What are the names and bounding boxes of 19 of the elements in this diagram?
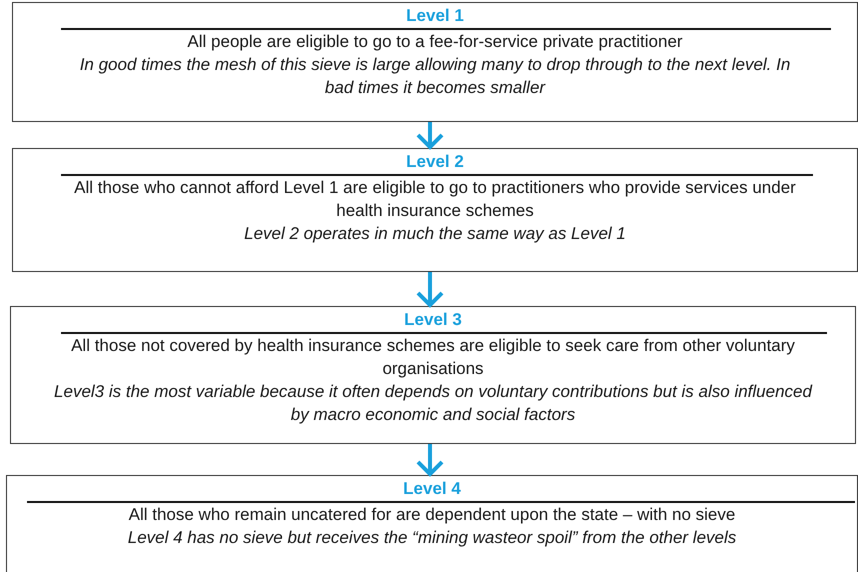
level-heading: Level 1 [406, 6, 464, 26]
down-arrow [416, 122, 444, 150]
note-text: In good times the mesh of this sieve is large allowing many to drop through to the next level. In bad times it becomes smaller [78, 54, 792, 99]
eligibility-text: All people are eligible to go to a fee-for-service private practitioner [186, 31, 684, 53]
level-box [12, 2, 858, 122]
note-text: Level 4 has no sieve but receives the “mining wasteor spoil” from the other levels [126, 527, 738, 549]
eligibility-text: All those who cannot afford Level 1 are eligible to go to practitioners who provide services under health insurance schemes [73, 177, 797, 222]
level-box [10, 306, 856, 444]
level-box [12, 148, 858, 272]
eligibility-text: All those not covered by health insurance schemes are eligible to seek care from other voluntary organisations [70, 335, 796, 380]
level-heading: Level 3 [404, 310, 462, 330]
level-box [6, 475, 858, 572]
note-text: Level3 is the most variable because it often depends on voluntary contributions but is also influenced by macro economic and social factors [53, 381, 813, 426]
note-text: Level 2 operates in much the same way as Level 1 [243, 223, 627, 245]
eligibility-text: All those who remain uncatered for are dependent upon the state – with no sieve [128, 504, 736, 526]
down-arrow [416, 272, 444, 308]
down-arrow [416, 444, 444, 477]
level-heading: Level 4 [403, 479, 461, 499]
level-heading: Level 2 [406, 152, 464, 172]
